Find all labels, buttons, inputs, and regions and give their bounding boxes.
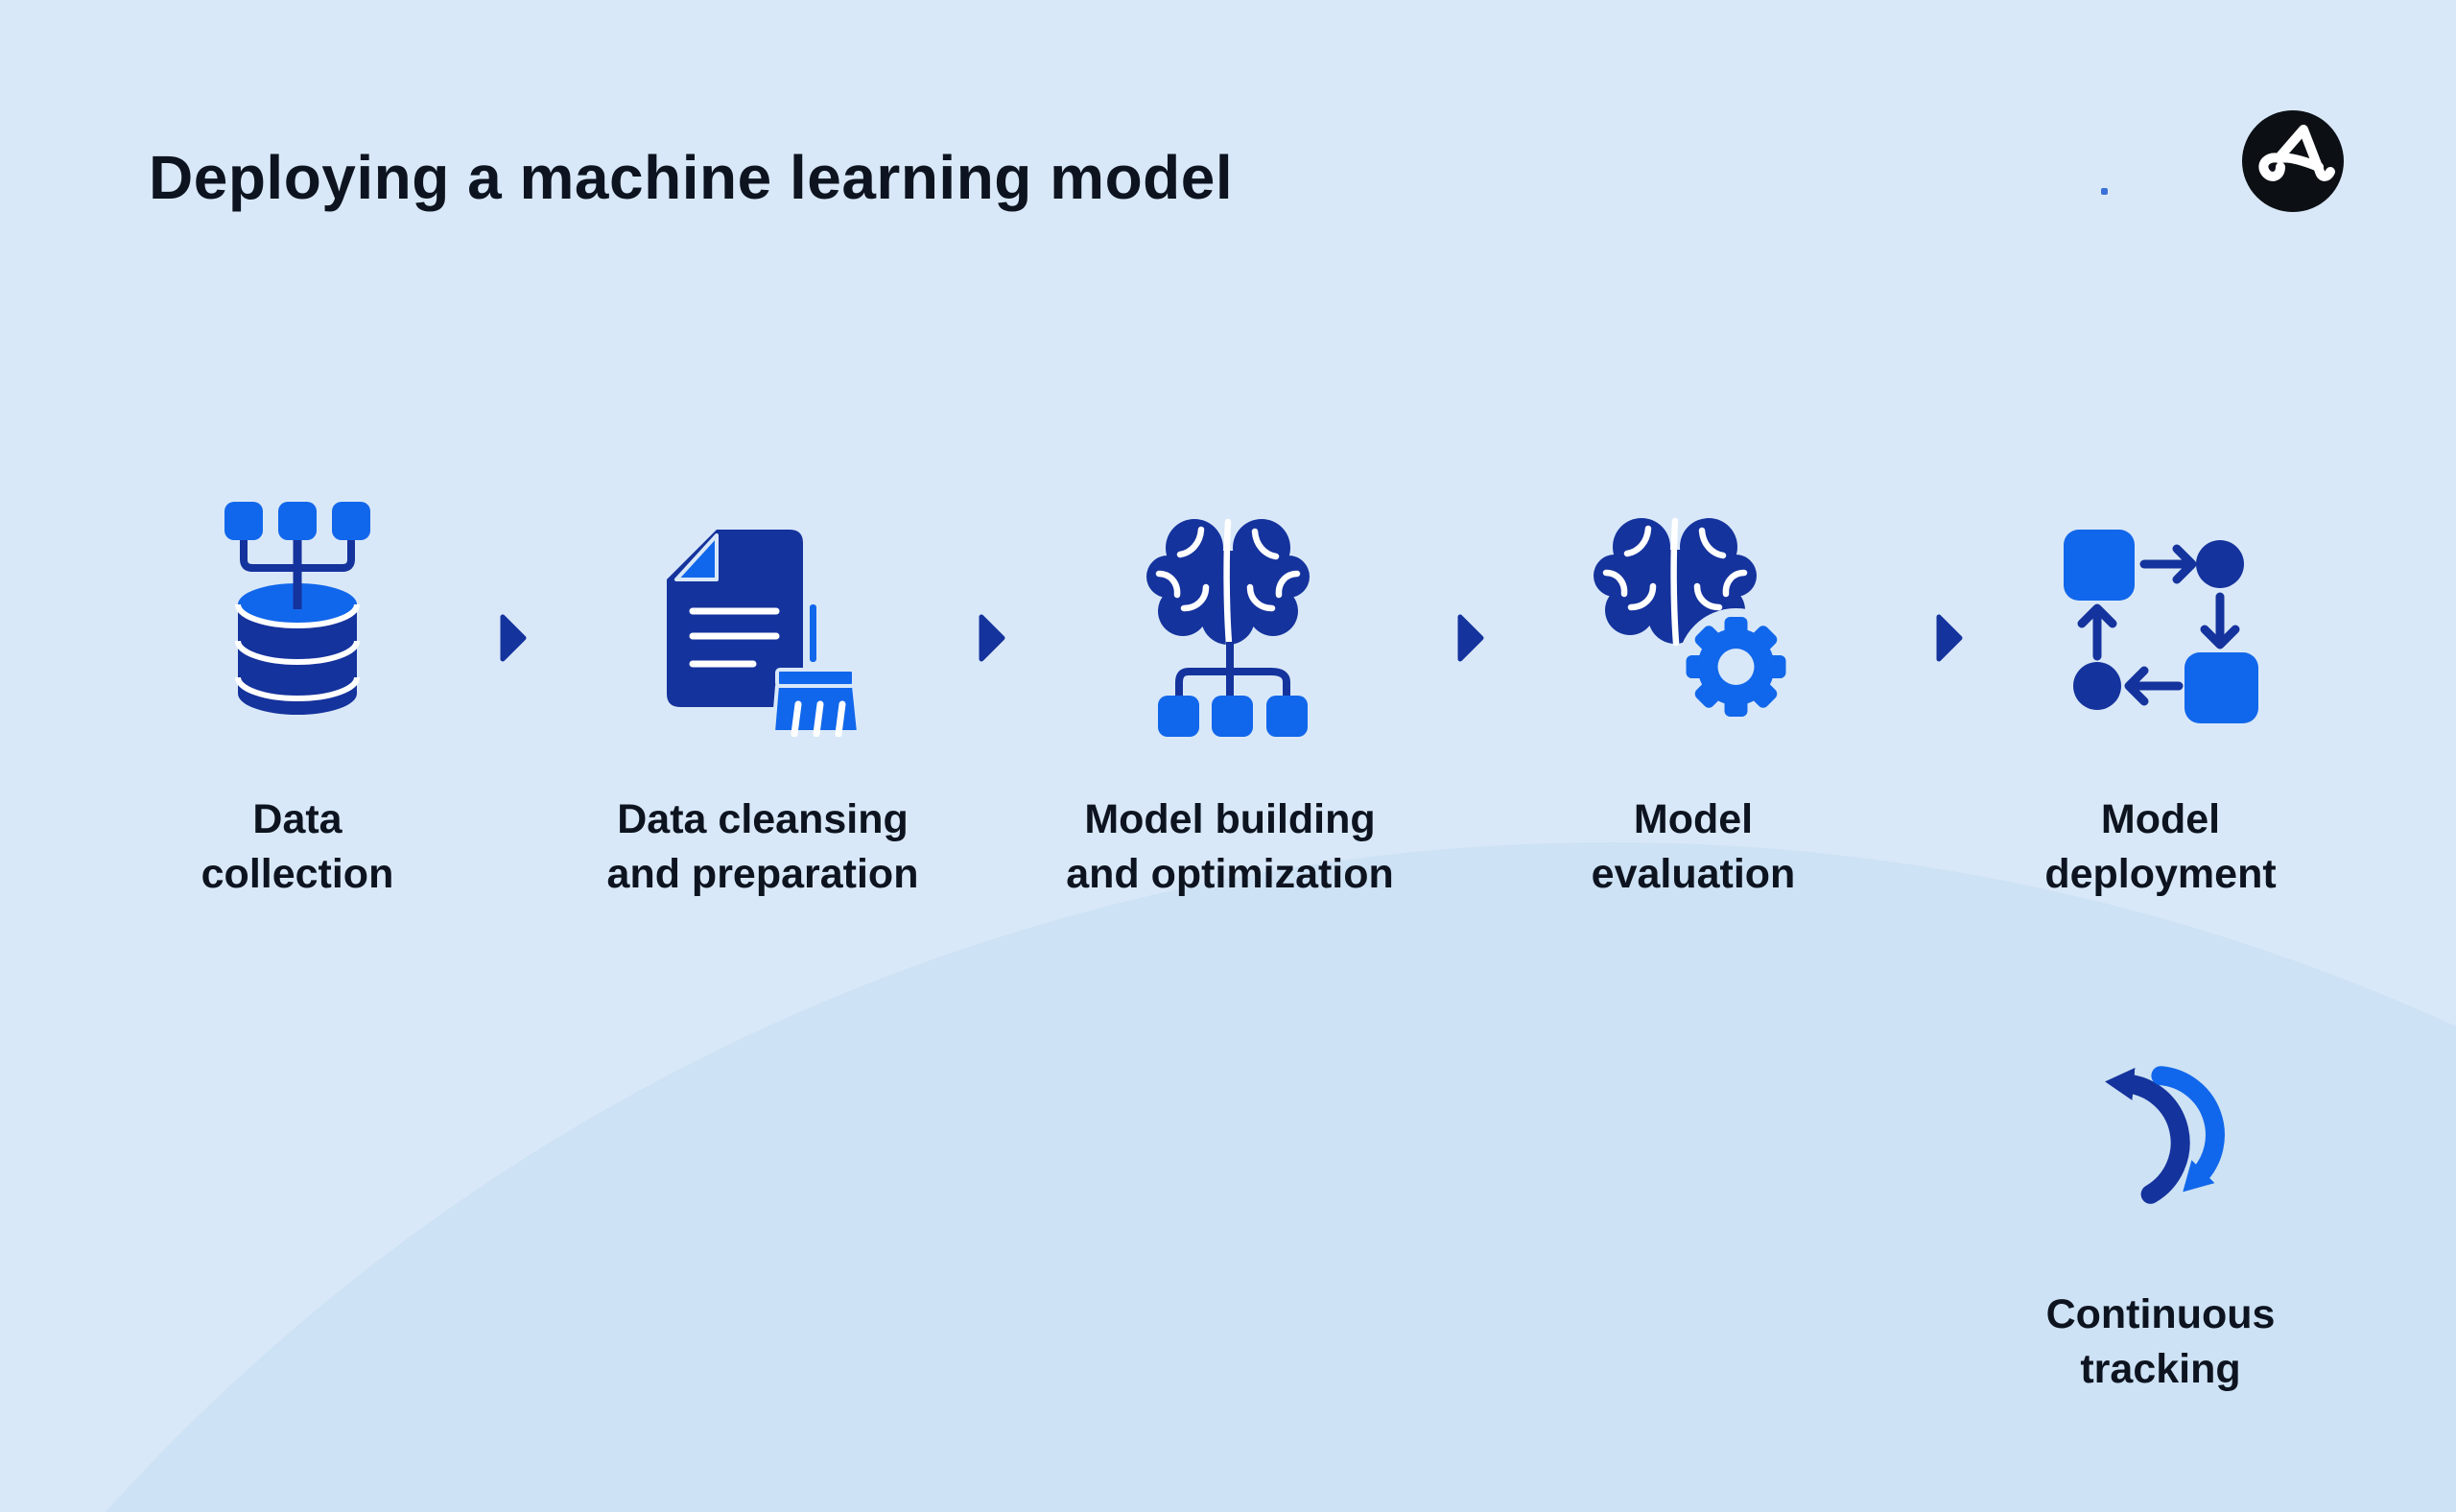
flow-arrow-icon (979, 614, 1005, 662)
tracking-label: Continuous tracking (2045, 1291, 2276, 1392)
step-label-model-building: Model building and optimization (1066, 796, 1394, 897)
flow-arrow-icon (1457, 614, 1484, 662)
stray-dot (2101, 188, 2108, 195)
brand-logo-icon (2242, 110, 2344, 212)
sync-loop-icon (2105, 1066, 2225, 1204)
brand-logo (2235, 104, 2350, 219)
step-label-model-deployment: Model deployment (2044, 796, 2277, 897)
document-broom-icon (667, 530, 859, 737)
step-label-data-collection: Data collection (201, 796, 394, 897)
flow-arrow-icon (1936, 614, 1963, 662)
brain-network-icon (1146, 518, 1310, 737)
brain-gear-icon (1594, 517, 1795, 718)
cycle-flow-icon (2064, 530, 2258, 723)
flow-arrow-icon (500, 614, 527, 662)
page-title: Deploying a machine learning model (149, 143, 1234, 212)
database-sources-icon (224, 502, 370, 715)
step-label-data-cleansing: Data cleansing and preparation (606, 796, 919, 897)
step-label-model-evaluation: Model evaluation (1591, 796, 1796, 897)
